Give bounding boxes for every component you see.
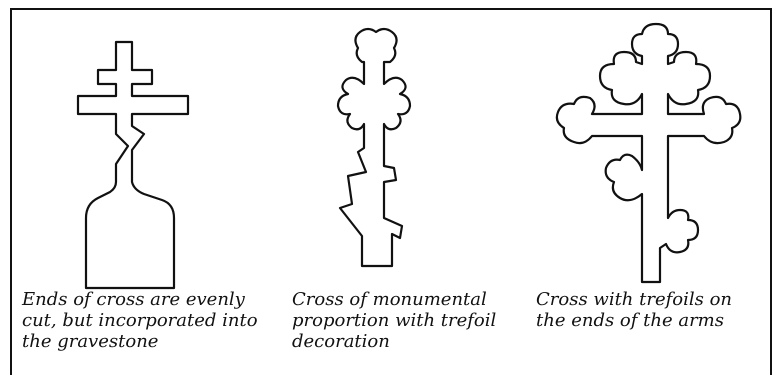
figure-frame [10,8,772,375]
caption-1-line-1: Ends of cross are evenly [22,289,245,310]
caption-2: Cross of monumental proportion with tref… [292,289,496,352]
caption-3: Cross with trefoils on the ends of the a… [536,289,732,331]
monumental-trefoil-cross-icon [336,27,412,268]
caption-2-line-3: decoration [292,331,390,352]
figure-panel-1 [70,22,210,290]
caption-1-line-2: cut, but incorporated into [22,310,258,331]
figure-panel-2 [300,22,460,287]
caption-3-line-2: the ends of the arms [536,310,724,331]
trefoil-ended-cross-icon [555,22,742,284]
caption-3-line-1: Cross with trefoils on [536,289,733,310]
plain-cross-gravestone-icon [76,40,190,290]
figure-panel-3 [552,22,742,287]
caption-1-line-3: the gravestone [22,331,159,352]
caption-1: Ends of cross are evenly cut, but incorp… [22,289,258,352]
caption-2-line-1: Cross of monumental [292,289,487,310]
caption-2-line-2: proportion with trefoil [292,310,497,331]
